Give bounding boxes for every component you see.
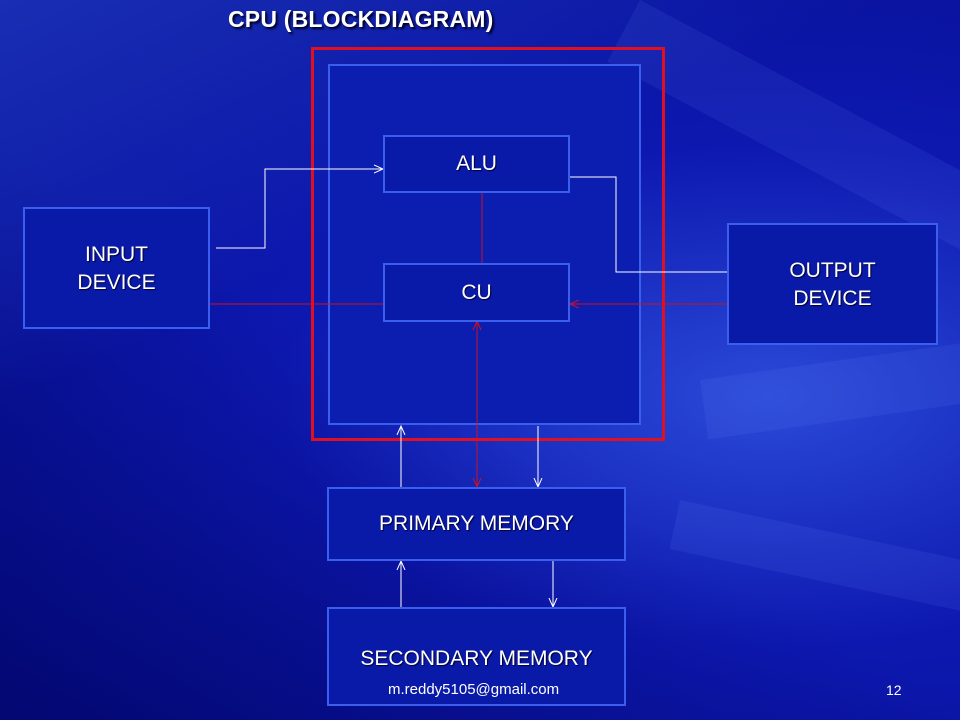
- primary-memory-label: PRIMARY MEMORY: [379, 512, 574, 535]
- secondary-memory-block: SECONDARY MEMORY: [327, 607, 626, 706]
- slide-page-number: 12: [886, 682, 902, 698]
- cpu-boundary: [311, 47, 665, 441]
- wire-alu-to-output: [569, 176, 736, 272]
- cu-block: CU: [383, 263, 570, 322]
- output-device-label-line2: DEVICE: [793, 287, 872, 310]
- alu-block: ALU: [383, 135, 570, 193]
- input-device-label-line2: DEVICE: [77, 271, 156, 294]
- alu-label: ALU: [456, 152, 497, 175]
- input-device-block: INPUT DEVICE: [23, 207, 210, 329]
- secondary-memory-label: SECONDARY MEMORY: [360, 647, 593, 670]
- primary-memory-block: PRIMARY MEMORY: [327, 487, 626, 561]
- input-device-label-line1: INPUT: [85, 243, 148, 266]
- output-device-label-line1: OUTPUT: [789, 259, 876, 282]
- output-device-block: OUTPUT DEVICE: [727, 223, 938, 345]
- cpu-inner-panel: [328, 64, 641, 425]
- footer-email: m.reddy5105@gmail.com: [388, 681, 560, 698]
- wire-input-to-alu: [216, 169, 383, 249]
- cu-label: CU: [461, 280, 492, 304]
- slide-title: CPU (BLOCKDIAGRAM): [228, 6, 494, 32]
